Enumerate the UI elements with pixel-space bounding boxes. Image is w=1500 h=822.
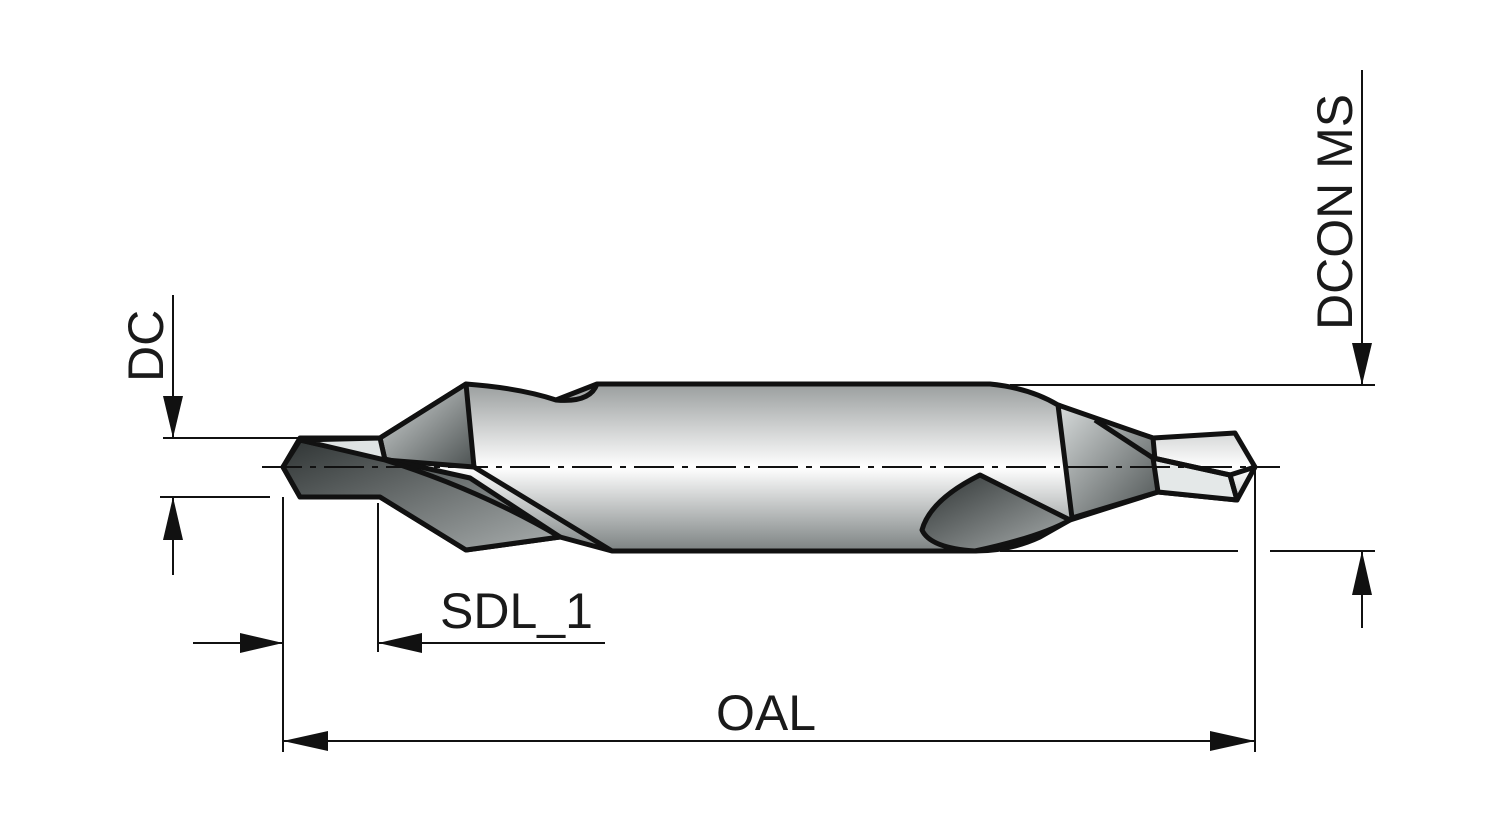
oal-label: OAL: [716, 685, 816, 741]
sdl-1-dimension: SDL_1: [193, 497, 605, 752]
dc-dimension: DC: [118, 295, 300, 575]
dcon-ms-dimension: DCON MS: [1000, 70, 1375, 628]
dcon-ms-label: DCON MS: [1307, 94, 1363, 330]
dc-label: DC: [118, 310, 174, 382]
oal-dimension: OAL: [283, 470, 1256, 752]
sdl-1-label: SDL_1: [440, 583, 593, 639]
